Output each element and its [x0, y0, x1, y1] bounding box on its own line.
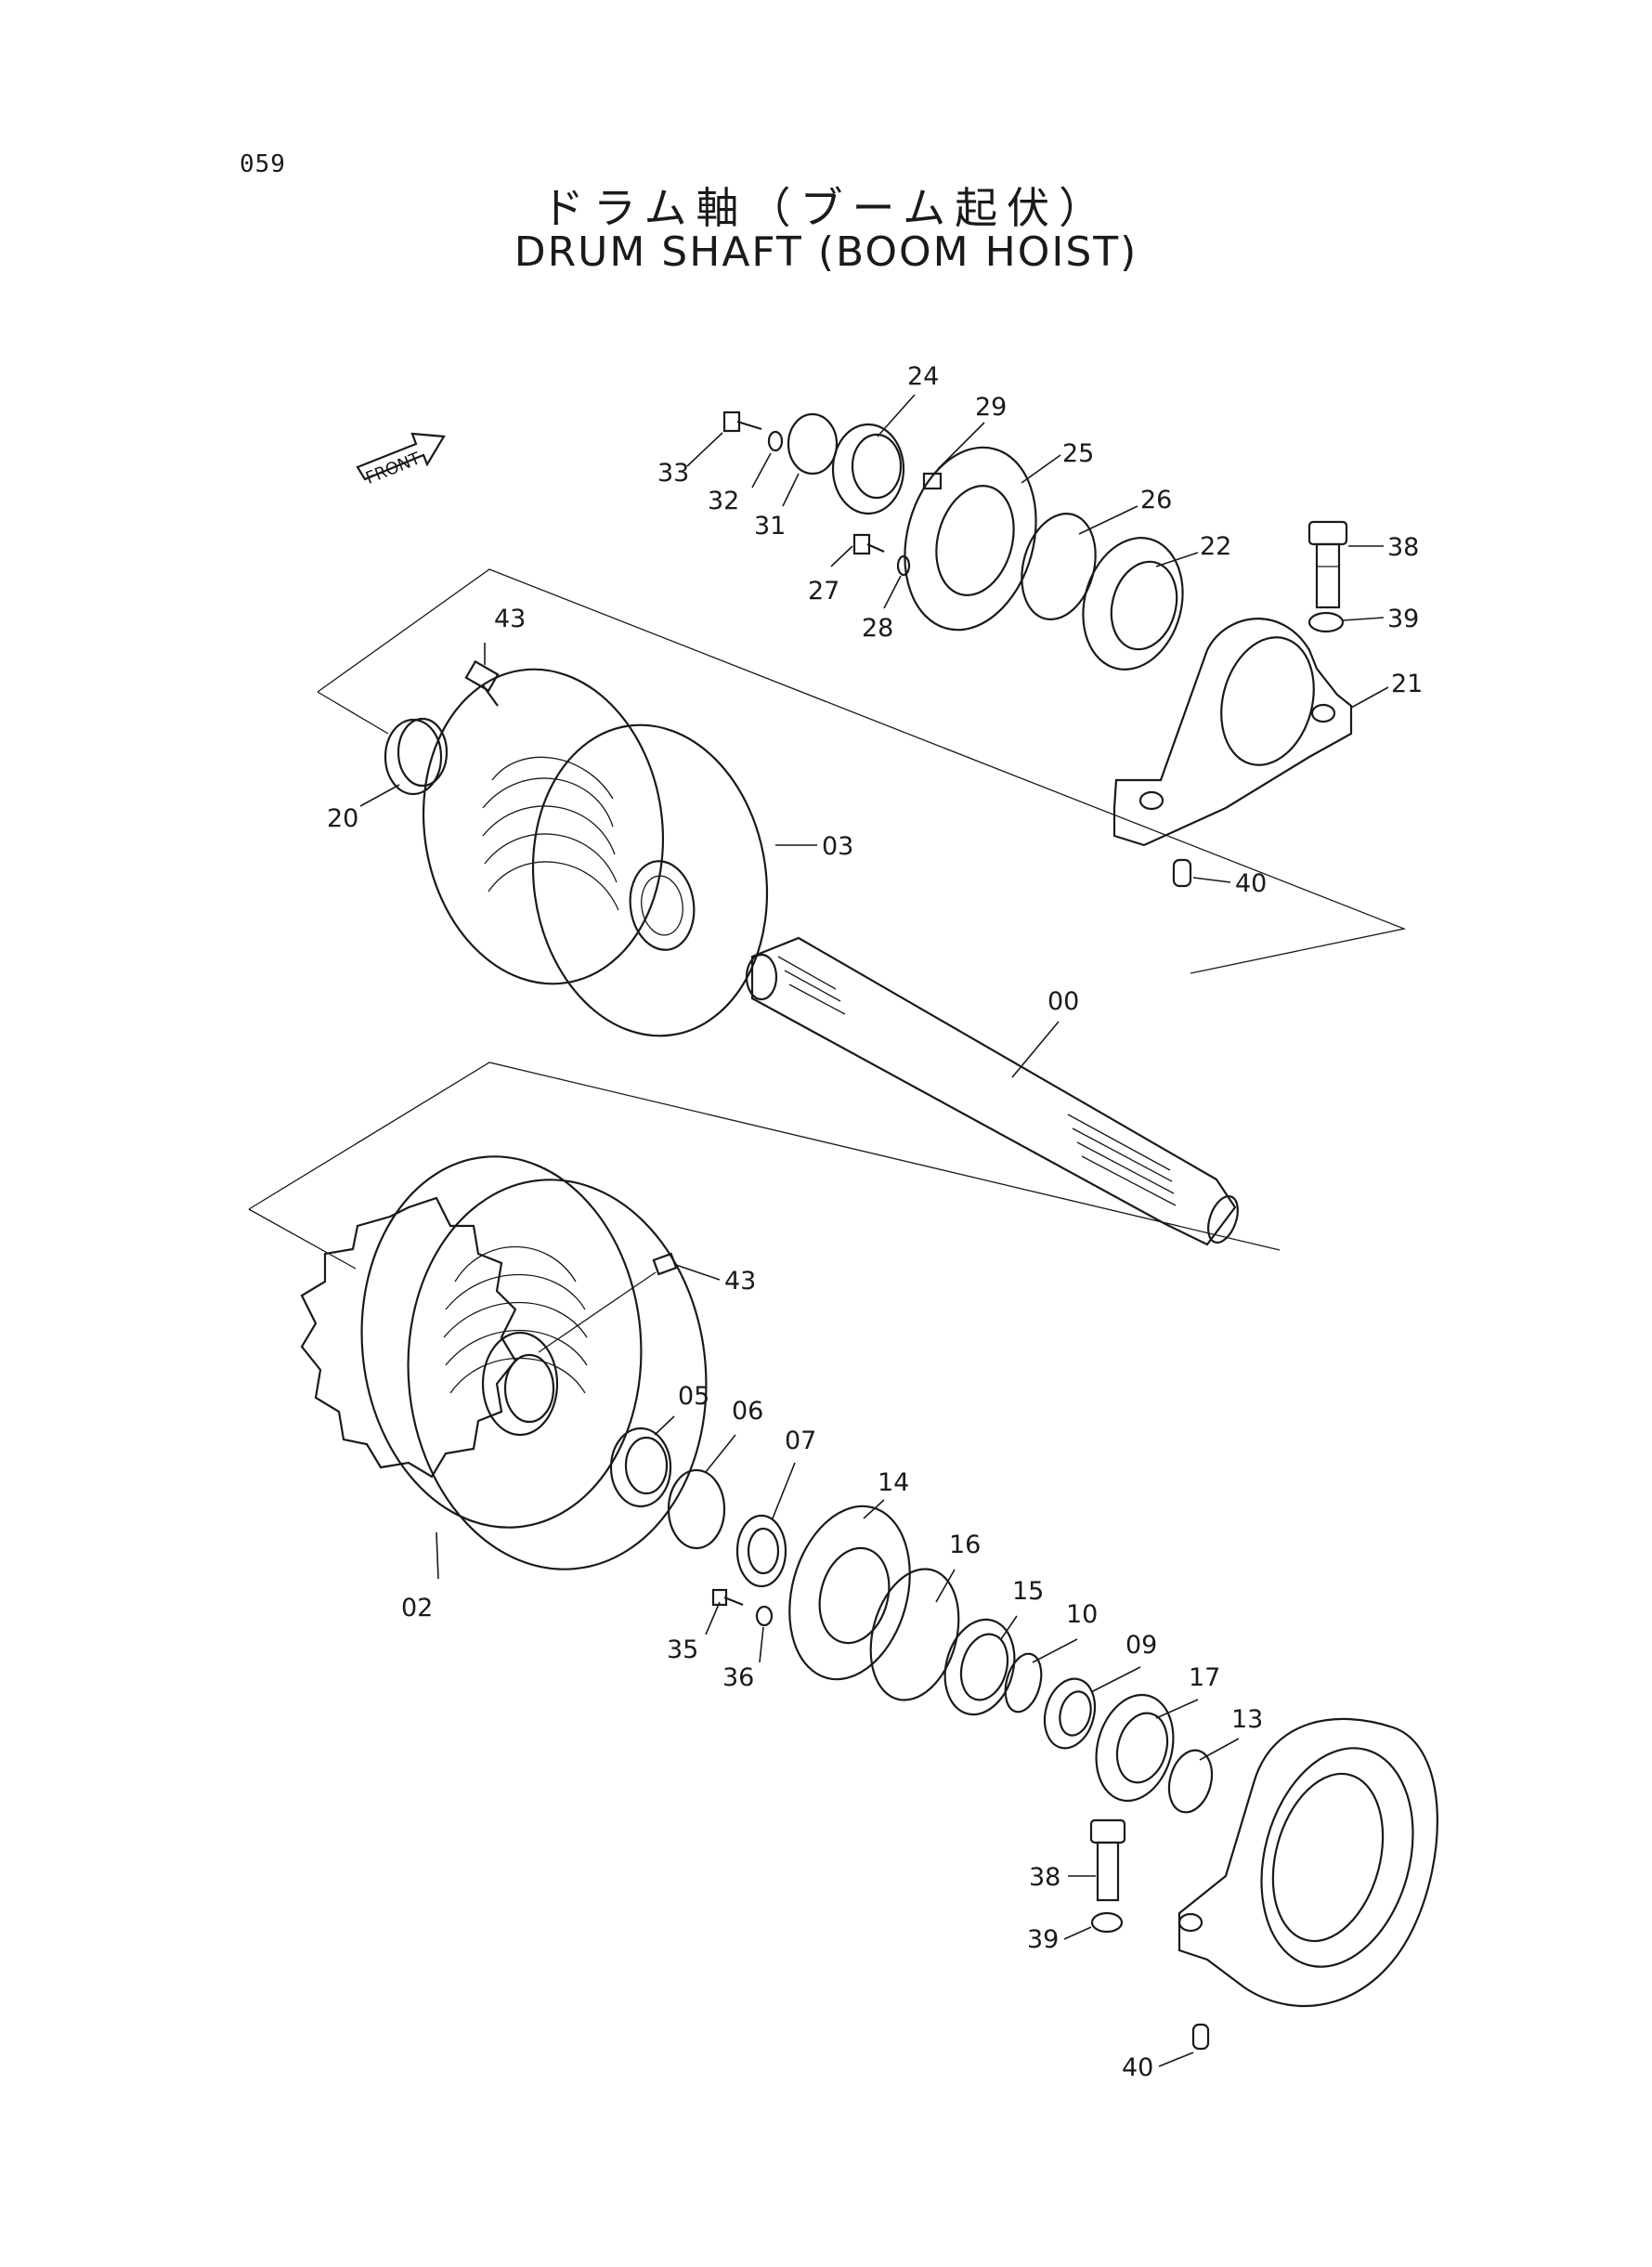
pin-40-bottom: [1191, 2023, 1210, 2051]
housing-25: [904, 446, 1037, 632]
bolt-35: [711, 1588, 744, 1607]
label-02: 02: [401, 1594, 433, 1622]
grease-nipple-43-bottom: [538, 1252, 678, 1353]
label-13: 13: [1231, 1705, 1263, 1734]
washer-32: [767, 430, 784, 452]
front-arrow-icon: FRONT: [356, 432, 446, 489]
lower-guide-frame: [248, 1062, 1281, 1251]
label-10: 10: [1066, 1600, 1098, 1629]
bearing-housing-bottom: [1177, 1717, 1438, 2008]
label-31: 31: [754, 512, 786, 541]
drum-02: [300, 1155, 708, 1570]
cover-plate-31: [787, 412, 839, 476]
label-14: 14: [878, 1468, 909, 1497]
label-35: 35: [667, 1635, 698, 1664]
grease-nipple-29: [922, 472, 943, 490]
leader-lines: [359, 394, 1389, 2067]
label-39-top: 39: [1387, 605, 1419, 633]
cover-14: [788, 1505, 911, 1681]
shaft-00: [745, 936, 1239, 1246]
grease-nipple-43-top: [464, 659, 500, 707]
label-07: 07: [785, 1427, 816, 1455]
seal-ring-20: [384, 717, 449, 796]
label-26: 26: [1140, 486, 1172, 515]
label-33: 33: [657, 459, 689, 488]
label-43-top: 43: [494, 605, 526, 633]
bearing-17: [1095, 1693, 1175, 1803]
o-ring-26: [1021, 513, 1097, 620]
label-29: 29: [975, 393, 1007, 422]
front-label: FRONT: [363, 449, 424, 489]
label-32: 32: [708, 487, 739, 515]
collar-09: [1043, 1677, 1097, 1750]
label-27: 27: [808, 577, 839, 606]
label-17: 17: [1189, 1663, 1220, 1692]
bolt-27: [852, 533, 885, 555]
label-16: 16: [949, 1531, 981, 1559]
label-00: 00: [1047, 987, 1079, 1016]
washer-39-bottom: [1090, 1911, 1124, 1934]
pin-40-top: [1172, 858, 1192, 888]
o-ring-16: [869, 1568, 960, 1701]
bolt-33: [722, 410, 762, 433]
label-09: 09: [1125, 1631, 1157, 1660]
drum-03: [422, 668, 769, 1037]
label-20: 20: [327, 804, 358, 833]
label-40-top: 40: [1235, 869, 1267, 898]
o-ring-10: [1004, 1652, 1043, 1713]
snap-ring-13: [1167, 1749, 1214, 1814]
seal-15: [943, 1618, 1016, 1716]
title-japanese: ドラム軸（ブーム起伏）: [540, 183, 1112, 233]
label-25: 25: [1062, 439, 1094, 468]
label-36: 36: [722, 1663, 754, 1692]
bearing-22: [1082, 537, 1184, 671]
seal-24: [831, 423, 905, 515]
part-labels: 33 32 31 24 29 25 26 22 27 28 38 39 21 4…: [327, 362, 1423, 2082]
washer-28: [896, 554, 911, 577]
label-28: 28: [862, 614, 893, 643]
title-english: DRUM SHAFT (BOOM HOIST): [514, 228, 1138, 276]
washer-39-top: [1307, 611, 1345, 633]
label-39-bottom: 39: [1027, 1925, 1059, 1954]
nut-07: [735, 1514, 787, 1588]
bolt-38-top: [1307, 520, 1348, 609]
label-15: 15: [1012, 1577, 1044, 1606]
lock-washer-06: [667, 1468, 726, 1550]
page-number: 059: [240, 150, 286, 178]
bearing-block-21: [1112, 618, 1353, 847]
upper-guide-frame: [317, 568, 1407, 974]
label-38-bottom: 38: [1029, 1863, 1060, 1892]
label-05: 05: [678, 1382, 709, 1411]
washer-36: [755, 1605, 774, 1627]
seal-05: [609, 1427, 672, 1508]
label-22: 22: [1200, 532, 1231, 561]
label-43-bottom: 43: [724, 1267, 756, 1296]
label-06: 06: [732, 1397, 763, 1426]
bolt-38-bottom: [1089, 1818, 1126, 1902]
label-24: 24: [907, 362, 939, 391]
label-03: 03: [822, 832, 853, 861]
label-21: 21: [1391, 670, 1423, 698]
label-40-bottom: 40: [1122, 2053, 1153, 2082]
label-38-top: 38: [1387, 533, 1419, 562]
